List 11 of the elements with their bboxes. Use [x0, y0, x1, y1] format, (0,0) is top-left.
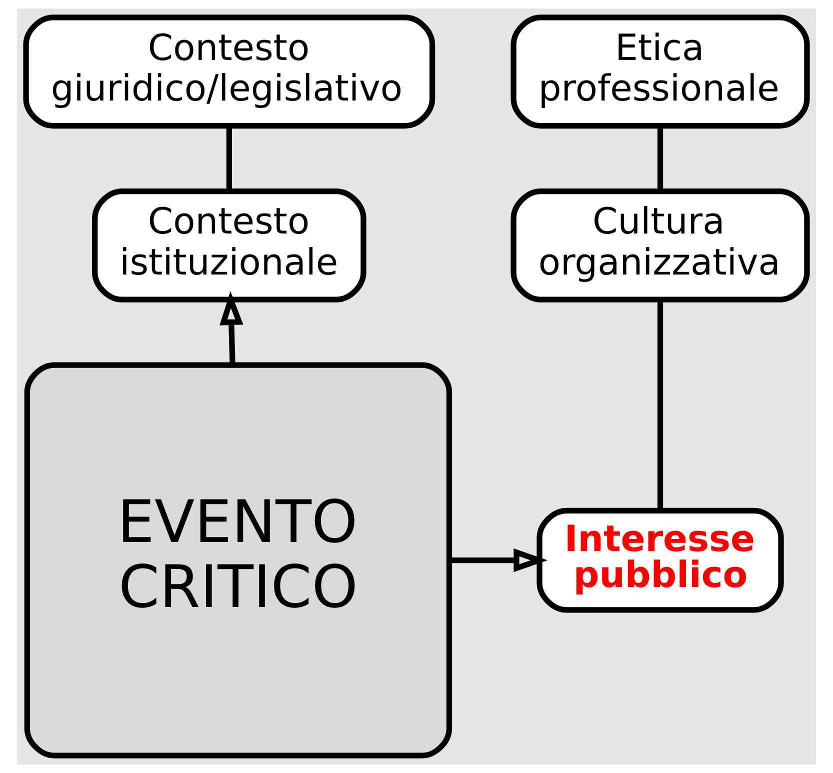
node-box: Interesse pubblico	[536, 508, 784, 613]
node-box: EVENTO CRITICO	[24, 362, 452, 758]
node-box: Contesto giuridico/legislativo	[23, 14, 436, 129]
node-box: Etica professionale	[510, 14, 810, 129]
connector	[657, 126, 664, 192]
arrow	[449, 548, 548, 572]
node-box: Contesto istituzionale	[92, 188, 366, 302]
arrow	[220, 291, 244, 365]
node-box: Cultura organizzativa	[510, 188, 810, 302]
connector	[657, 300, 664, 510]
connector	[226, 126, 232, 192]
